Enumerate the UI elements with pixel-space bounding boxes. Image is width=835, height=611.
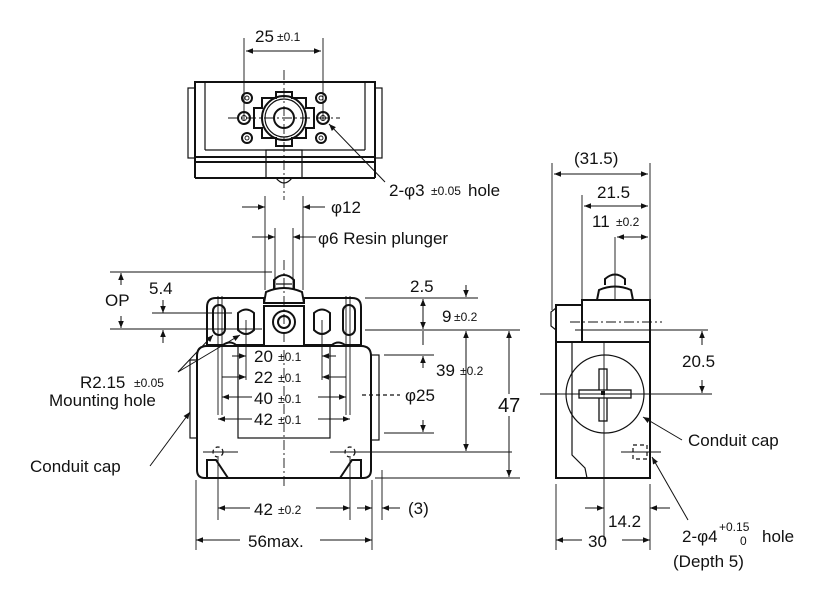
front-body-outline — [196, 345, 372, 479]
dim-22-tol: ±0.1 — [278, 371, 302, 385]
side-bracket — [555, 304, 583, 343]
top-hole-tol: ±0.05 — [431, 184, 461, 198]
mounting-slots — [212, 304, 356, 336]
top-head-flange — [253, 91, 315, 147]
dim-47: 47 — [498, 395, 520, 417]
dim-39-value: 39 — [436, 361, 455, 380]
dim-9-value: 9 — [442, 307, 451, 326]
conduit-leader — [149, 411, 191, 467]
dim-40-tol: ±0.1 — [278, 392, 302, 406]
dim-5-4: 5.4 — [149, 279, 173, 298]
dim-phi25: φ25 — [405, 386, 435, 405]
dim-47-bg — [497, 394, 523, 416]
side-view: (31.5) 21.5 11 ±0.2 20.5 Conduit — [540, 149, 794, 571]
dim-42-bottom-tol: ±0.2 — [278, 503, 302, 517]
dim-39-tol: ±0.2 — [460, 364, 484, 378]
dim-phi12: φ12 — [331, 198, 361, 217]
front-conduit-left — [189, 359, 198, 439]
dim-3: (3) — [408, 499, 429, 518]
dim-11-value: 11 — [592, 212, 610, 231]
foot-left — [206, 459, 229, 479]
top-hole-prefix: 2-φ3 — [389, 181, 425, 200]
dim-phi6-resin-plunger: φ6 Resin plunger — [318, 229, 448, 248]
dim-20-tol: ±0.1 — [278, 350, 302, 364]
dim-31-5: (31.5) — [574, 149, 618, 168]
mount-radius-tol: ±0.05 — [134, 376, 164, 390]
side-plunger-body — [596, 285, 634, 301]
cross-center — [601, 391, 605, 395]
dim-42-bottom-value: 42 — [254, 500, 273, 519]
top-body-side-tab — [187, 87, 196, 159]
side-conduit-label: Conduit cap — [688, 431, 779, 450]
front-conduit-right — [370, 354, 380, 441]
dim-2-5: 2.5 — [410, 277, 434, 296]
side-body-inner — [571, 342, 588, 479]
side-hole-tol-upper: +0.15 — [719, 520, 750, 534]
side-hole-prefix: 2-φ4 — [682, 527, 718, 546]
mount-radius: R2.15 — [80, 373, 125, 392]
conduit-cap-label: Conduit cap — [30, 457, 121, 476]
side-hole-leader — [651, 456, 689, 521]
mount-hole-label: Mounting hole — [49, 391, 156, 410]
side-conduit-leader — [642, 416, 683, 441]
side-hole-tol-lower: 0 — [740, 534, 747, 548]
top-body-side-tab — [374, 87, 383, 159]
side-head-block — [581, 299, 651, 343]
dim-42-top-value: 42 — [254, 410, 273, 429]
dim-56: 56max. — [248, 532, 304, 551]
side-body — [555, 342, 651, 479]
dim-14-2: 14.2 — [608, 512, 641, 531]
dim-20-value: 20 — [254, 347, 273, 366]
dim-42-top-tol: ±0.1 — [278, 413, 302, 427]
dim-21-5: 21.5 — [597, 183, 630, 202]
dim-11-tol: ±0.2 — [616, 215, 640, 229]
front-view: φ12 φ6 Resin plunger — [30, 196, 523, 551]
top-hole-suffix: hole — [468, 181, 500, 200]
side-hole-suffix: hole — [762, 527, 794, 546]
side-plunger-cap — [604, 273, 626, 285]
mount-leader — [177, 334, 241, 373]
foot-right — [339, 459, 362, 479]
dim-op: OP — [105, 291, 130, 310]
side-depth-note: (Depth 5) — [673, 552, 744, 571]
dim-9-tol: ±0.2 — [454, 310, 478, 324]
side-bracket-screw — [550, 307, 557, 331]
dim-22-value: 22 — [254, 368, 273, 387]
dim-40-value: 40 — [254, 389, 273, 408]
dim-30: 30 — [588, 532, 607, 551]
dim-20-5: 20.5 — [682, 352, 715, 371]
dim-25-value: 25 — [255, 27, 274, 46]
top-view: 25 ±0.1 2-φ3 — [187, 27, 500, 200]
mount-leader — [177, 334, 214, 373]
dim-25-tol: ±0.1 — [277, 30, 301, 44]
hole-leader — [328, 123, 386, 183]
